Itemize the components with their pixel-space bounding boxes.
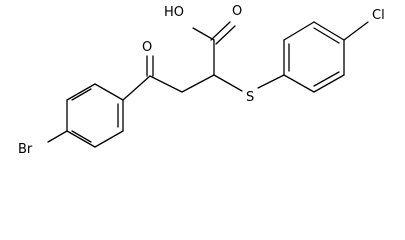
double-bond [313, 27, 340, 44]
double-bond [313, 71, 340, 87]
bond-carbonyl-ch2 [149, 75, 183, 93]
ketone-oxygen-label: O [142, 40, 152, 55]
bond-ring-br [47, 130, 68, 143]
bond-ch-s [213, 74, 243, 92]
bond-ring-carbonyl [122, 75, 151, 101]
hydroxyl-label: HO [164, 5, 184, 20]
bond [313, 21, 345, 41]
acid-oxygen-label: O [232, 4, 242, 19]
bond [313, 74, 345, 93]
bond [66, 130, 96, 148]
structure-canvas: Br O HO O S [18, 4, 385, 156]
bond [283, 74, 315, 93]
double-bond [71, 130, 92, 143]
chlorophenyl-ring [283, 21, 345, 93]
bromophenyl-ring [66, 83, 124, 148]
bond-carboxyl-oh [192, 27, 215, 41]
acid-double-bond [215, 25, 236, 45]
chlorine-label: Cl [372, 8, 385, 23]
bond [94, 130, 124, 148]
bond-s-ring [257, 74, 285, 89]
bond [66, 83, 96, 101]
molecule-diagram: Br O HO O S [18, 4, 385, 156]
acid-double-bond [210, 21, 231, 41]
bromine-label: Br [18, 142, 33, 156]
double-bond [71, 88, 92, 101]
bond-ring-cl [343, 21, 369, 41]
bond-ch2-ch [181, 74, 215, 93]
bond [94, 83, 124, 101]
sulfur-label: S [246, 90, 254, 105]
bond [283, 21, 315, 41]
